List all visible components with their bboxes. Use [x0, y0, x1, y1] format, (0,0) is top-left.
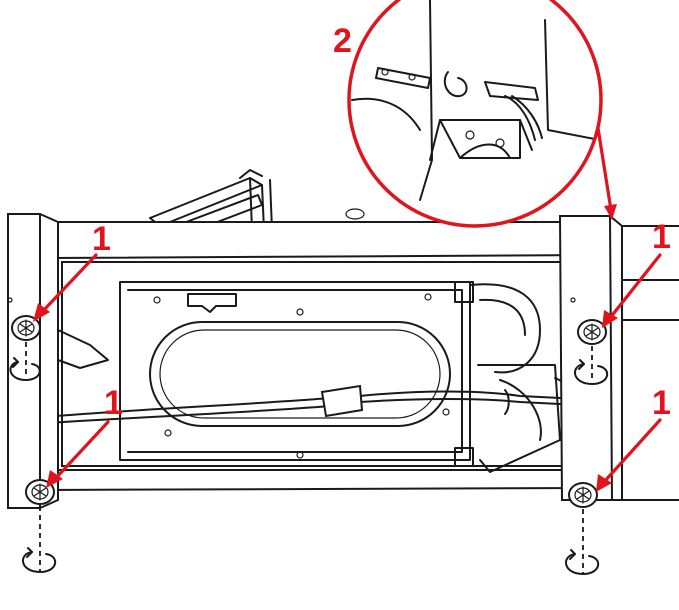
base-frame — [38, 208, 602, 492]
cable — [31, 384, 561, 425]
left-end-cap — [7, 213, 109, 509]
step-1-callout-bottom-left: 1 — [104, 384, 123, 422]
rotate-arrow-icon — [574, 346, 608, 385]
right-end-cap — [558, 215, 679, 501]
step-1-callout-bottom-right: 1 — [652, 384, 671, 422]
step-2-callout: 2 — [333, 22, 352, 60]
detail-magnifier — [347, 0, 603, 228]
rotate-arrow-icon — [565, 509, 599, 575]
leveling-foot-bottom-right — [568, 482, 598, 508]
step-1-callout-top-right: 1 — [652, 218, 671, 256]
step-1-callout-top-left: 1 — [92, 220, 111, 258]
rotate-arrow-icon — [22, 506, 56, 573]
rotate-arrow-icon — [9, 342, 41, 381]
leveling-foot-top-right — [577, 319, 607, 345]
pointer-arrows — [33, 126, 662, 492]
